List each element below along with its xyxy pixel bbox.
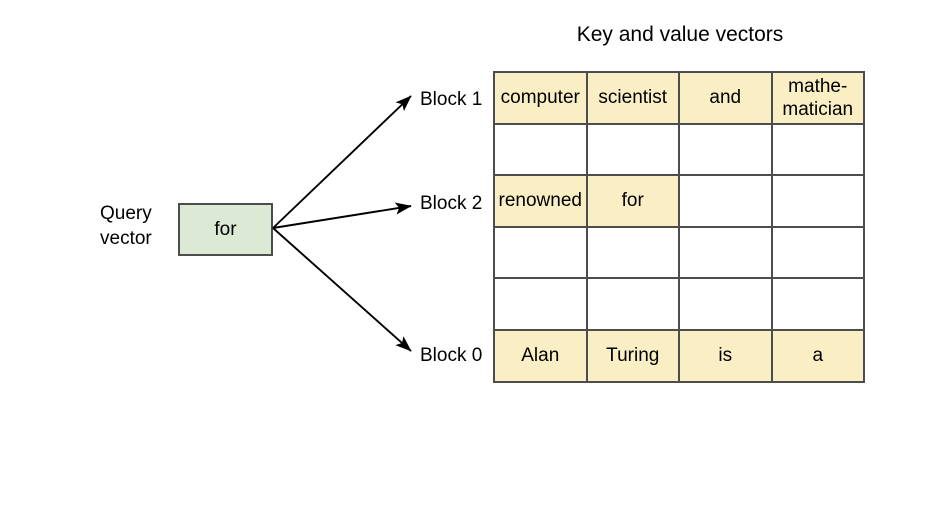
- table-cell-empty: [493, 122, 588, 177]
- arrow-to-block-0: [272, 227, 412, 352]
- table-cell-empty: [585, 277, 680, 331]
- table-cell-empty: [770, 225, 865, 280]
- table-cell-token: for: [585, 174, 680, 228]
- table-cell-token-line: matician: [782, 98, 854, 120]
- table-cell-empty: [493, 225, 588, 280]
- query-vector-label: Query vector: [100, 201, 174, 251]
- query-vector-label-line1: Query: [100, 203, 152, 224]
- table-cell-empty: [770, 277, 865, 331]
- block-label-2: Block 2: [420, 193, 483, 214]
- arrow-to-block-1: [272, 95, 412, 229]
- table-cell-token: scientist: [585, 71, 680, 125]
- table-cell-token: Turing: [585, 328, 680, 383]
- page-title: Key and value vectors: [576, 23, 784, 46]
- table-row: [493, 122, 865, 177]
- table-cell-token: is: [678, 328, 773, 383]
- table-cell-token: mathe-matician: [770, 71, 865, 125]
- query-vector-token: for: [214, 218, 237, 240]
- table-cell-empty: [770, 174, 865, 228]
- table-cell-token: Alan: [493, 328, 588, 383]
- table-cell-token-line: mathe-: [788, 75, 848, 97]
- table-cell-empty: [678, 277, 773, 331]
- table-cell-empty: [678, 225, 773, 280]
- table-row: [493, 225, 865, 280]
- arrow-to-block-2: [272, 202, 412, 229]
- table-row: [493, 277, 865, 331]
- table-cell-token: renowned: [493, 174, 588, 228]
- table-cell-empty: [678, 174, 773, 228]
- query-vector-label-line2: vector: [100, 228, 152, 249]
- table-cell-empty: [585, 122, 680, 177]
- block-label-1: Block 1: [420, 89, 483, 110]
- table-cell-empty: [585, 225, 680, 280]
- table-cell-token: and: [678, 71, 773, 125]
- table-cell-empty: [493, 277, 588, 331]
- query-vector-box: for: [178, 203, 273, 256]
- table-cell-token: a: [770, 328, 865, 383]
- table-cell-empty: [678, 122, 773, 177]
- block-label-0: Block 0: [420, 345, 483, 366]
- table-cell-empty: [770, 122, 865, 177]
- table-cell-token: computer: [493, 71, 588, 125]
